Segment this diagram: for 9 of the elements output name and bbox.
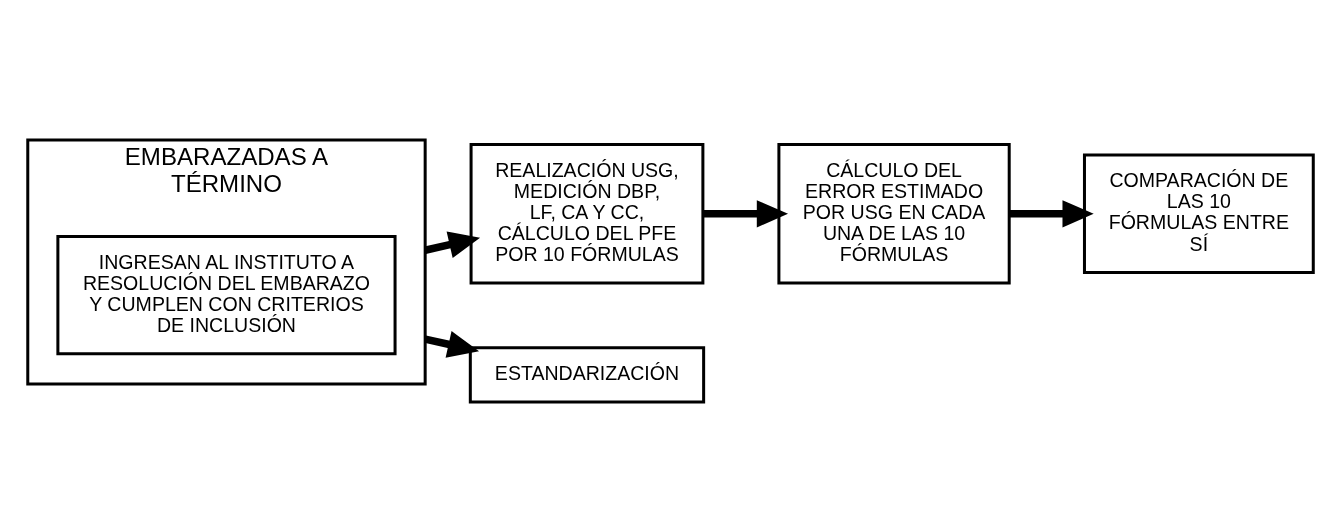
node-box: INGRESAN AL INSTITUTO A RESOLUCIÓN DEL EMBARAZO Y CUMPLEN CON CRITERIOS DE INCLUSIÓN xyxy=(56,234,397,356)
arrow xyxy=(424,231,481,258)
arrow xyxy=(703,200,789,228)
node-box: ESTANDARIZACIÓN xyxy=(468,346,706,404)
node-box: COMPARACIÓN DE LAS 10 FÓRMULAS ENTRE SÍ xyxy=(1082,153,1315,275)
arrow xyxy=(1009,200,1094,228)
arrow xyxy=(424,331,480,358)
node-box: REALIZACIÓN USG, MEDICIÓN DBP, LF, CA Y CC, CÁLCULO DEL PFE POR 10 FÓRMULAS xyxy=(469,143,705,285)
node-box: CÁLCULO DEL ERROR ESTIMADO POR USG EN CADA UNA DE LAS 10 FÓRMULAS xyxy=(777,143,1011,285)
